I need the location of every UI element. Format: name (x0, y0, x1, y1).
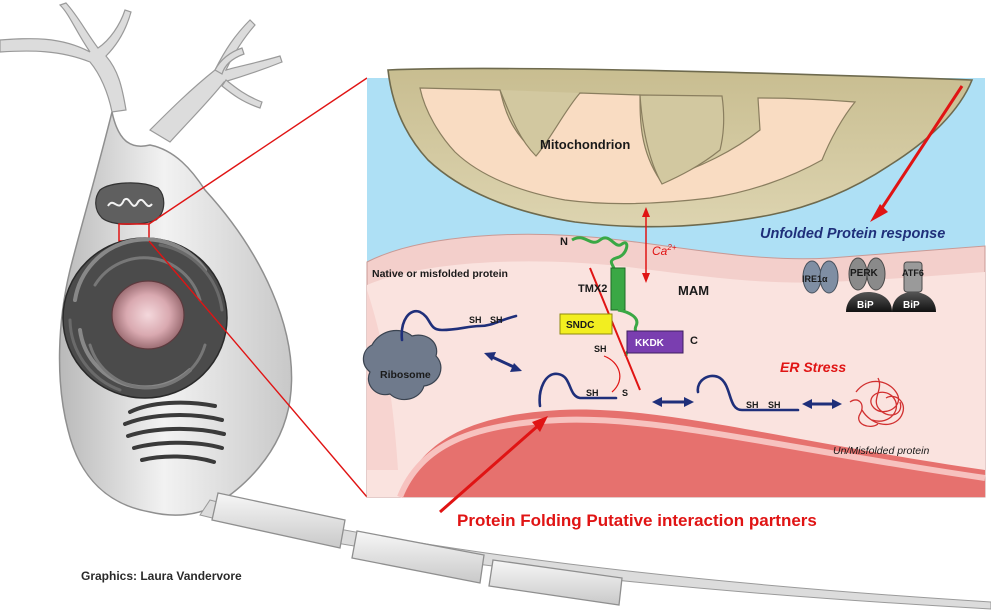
myelin-sheaths (211, 492, 623, 606)
calcium-label: Ca (652, 244, 668, 258)
er-stress-label: ER Stress (780, 359, 846, 375)
native-misfolded-label: Native or misfolded protein (372, 268, 508, 280)
protein-strands (400, 309, 800, 412)
ribosome (362, 329, 442, 401)
sndc-label: SNDC (566, 320, 594, 331)
nucleus (111, 280, 185, 350)
ire1a-sensor (802, 260, 839, 294)
mitochondrion-large (387, 67, 974, 228)
atf6-sensor (892, 261, 936, 312)
calcium-flux: Ca2+ (642, 207, 677, 283)
misfolded-protein-tangle (849, 377, 905, 428)
dendrites (0, 2, 283, 143)
protein-folding-arrow (439, 422, 541, 514)
sh-tmx-label: SH (594, 344, 607, 354)
er-deep-membrane (400, 409, 985, 497)
bip-label-1: BiP (857, 300, 874, 311)
credit-label: Graphics: Laura Vandervore (81, 569, 242, 583)
perk-sensor (846, 257, 892, 312)
upr-label: Unfolded Protein response (760, 226, 945, 242)
upr-arrow (876, 85, 964, 215)
zoom-lines (148, 77, 368, 498)
golgi (123, 400, 226, 464)
sh-c2: SH (768, 400, 781, 410)
perk-label: PERK (850, 268, 879, 279)
equilibrium-arrows (484, 352, 842, 409)
svg-text:Ca2+: Ca2+ (652, 243, 677, 258)
sh-b1: SH (586, 388, 599, 398)
kkdk-label: KKDK (635, 338, 665, 349)
atf6-label: ATF6 (902, 268, 924, 278)
mam-label: MAM (678, 283, 709, 298)
sh-a1: SH (469, 315, 482, 325)
sh-c1: SH (746, 400, 759, 410)
mitochondrion-label: Mitochondrion (540, 137, 630, 152)
tmx2-label: TMX2 (578, 283, 607, 295)
ire1a-label: IRE1α (802, 274, 828, 284)
sh-a2: SH (490, 315, 503, 325)
c-terminus-label: C (690, 335, 698, 347)
s-b2: S (622, 388, 628, 398)
ribosome-label: Ribosome (380, 369, 431, 381)
small-mitochondrion (95, 182, 165, 225)
n-terminus-label: N (560, 236, 568, 248)
inset-panel: Mitochondrion Unfolded Protein response … (362, 67, 986, 499)
kkdk-box (626, 330, 684, 354)
protein-folding-caption: Protein Folding Putative interaction par… (457, 511, 817, 530)
bip-label-2: BiP (903, 300, 920, 311)
sndc-box (559, 313, 613, 335)
un-misfolded-label: Un/Misfolded protein (833, 445, 929, 457)
calcium-superscript: 2+ (666, 243, 676, 252)
